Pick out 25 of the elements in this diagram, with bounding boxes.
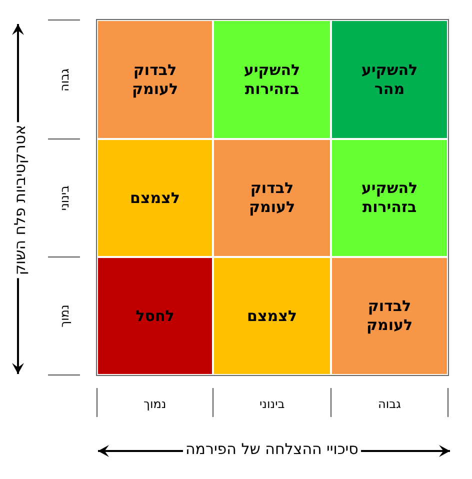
matrix-cell	[97, 139, 213, 257]
cell-label: לבדוק לעומק	[365, 297, 414, 335]
cell-label: לבדוק לעומק	[130, 60, 180, 98]
cell-label: לצמצם	[246, 306, 298, 326]
axis-tick-label: נמוך	[144, 397, 166, 411]
matrix-cell	[331, 139, 448, 257]
cell-label: להשקיע מהר	[360, 60, 419, 98]
axis-tick-label: גבוה	[57, 68, 71, 91]
axis-tick-label: בינוני	[260, 397, 285, 411]
axis-tick-label: גבוה	[378, 397, 401, 411]
cell-label: להשקיע בזהירות	[360, 179, 419, 217]
matrix-cell	[213, 257, 331, 375]
matrix-cell	[213, 139, 331, 257]
matrix-cell	[97, 257, 213, 375]
matrix-cell	[331, 20, 448, 139]
matrix-cell	[331, 257, 448, 375]
cell-label: להשקיע בזהירות	[242, 60, 302, 98]
cell-label: לחסל	[134, 306, 176, 326]
cell-label: לצמצם	[129, 188, 181, 208]
matrix-cell	[97, 20, 213, 139]
matrix-cell	[213, 20, 331, 139]
axis-title: אטרקטיביות פלח השוק	[11, 122, 30, 278]
cell-label: לבדוק לעומק	[248, 179, 296, 217]
axis-tick-label: נמוך	[56, 304, 71, 328]
axis-tick-label: בינוני	[57, 185, 72, 211]
